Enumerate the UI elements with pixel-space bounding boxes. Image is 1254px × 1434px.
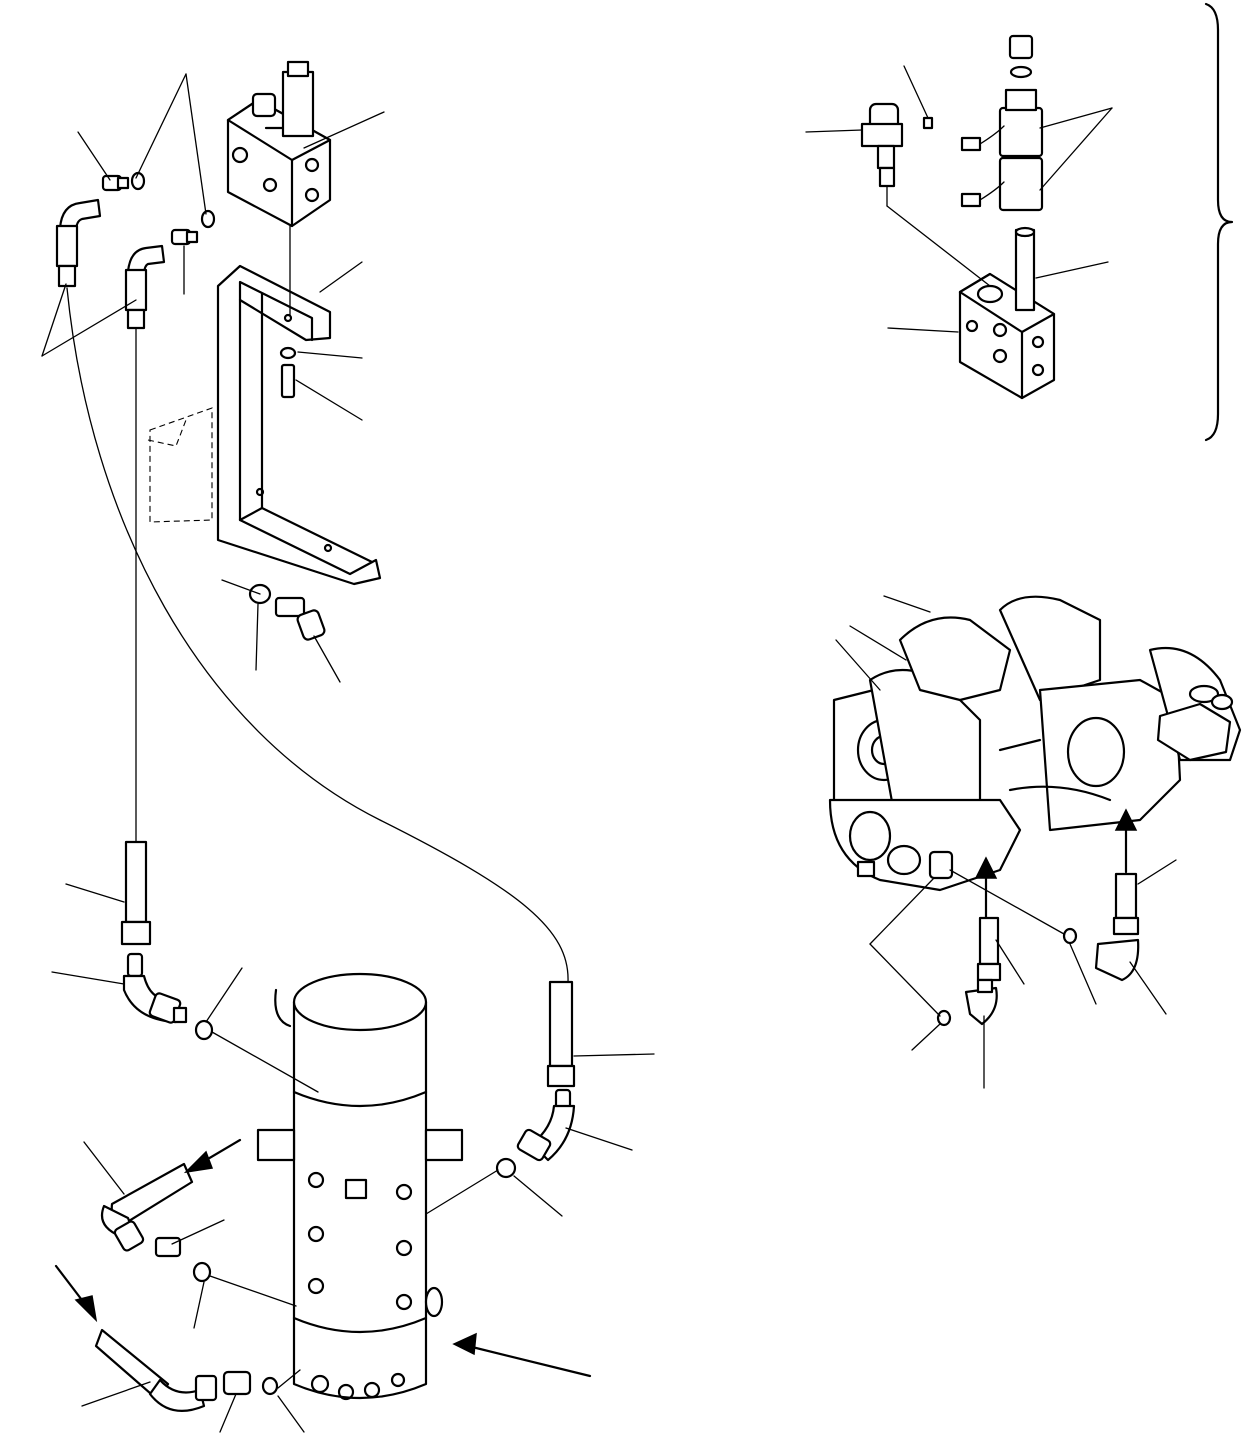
lower-hoses (96, 1164, 300, 1411)
washer-bolt-upper (222, 348, 326, 641)
left-hose-elbow (122, 842, 318, 1092)
solenoid-valve-block (228, 62, 330, 226)
right-hose-elbow (426, 982, 574, 1214)
transmission-assembly (830, 597, 1240, 890)
hose-line-a (67, 288, 568, 982)
upper-fittings (57, 173, 214, 328)
transmission-fittings (870, 870, 1138, 1025)
swivel-joint (258, 974, 462, 1399)
valve-detail-exploded (862, 36, 1054, 398)
leader-lines-top-right (806, 66, 1112, 332)
flow-arrows-left (56, 1140, 590, 1376)
mounting-bracket (218, 226, 380, 584)
grouping-brace (1206, 4, 1232, 440)
wall-section-dashed (148, 408, 212, 522)
leader-lines-lower-left (52, 884, 654, 1432)
leader-lines-top-left (42, 74, 384, 682)
flow-arrows-right (976, 810, 1136, 918)
leader-lines-lower-right (836, 596, 1176, 1088)
